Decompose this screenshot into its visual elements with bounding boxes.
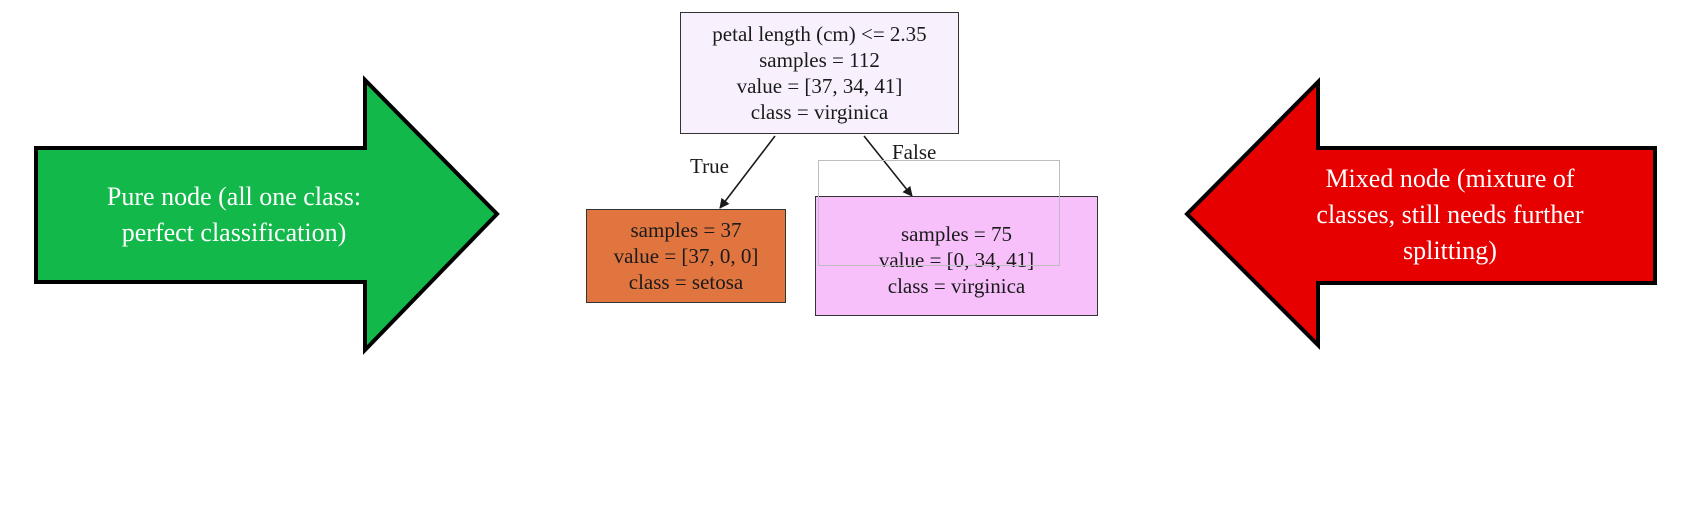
left-leaf-node: samples = 37 value = [37, 0, 0] class = … bbox=[586, 209, 786, 303]
mixed-node-arrow-label: Mixed node (mixture of classes, still ne… bbox=[1316, 164, 1584, 265]
pure-node-arrow-label: Pure node (all one class: perfect classi… bbox=[106, 182, 362, 247]
pure-node-arrow bbox=[34, 75, 500, 355]
root-value: value = [37, 34, 41] bbox=[736, 74, 903, 98]
root-samples: samples = 112 bbox=[759, 48, 880, 72]
root-split-rule: petal length (cm) <= 2.35 bbox=[712, 22, 927, 46]
root-node: petal length (cm) <= 2.35 samples = 112 … bbox=[680, 12, 959, 134]
left-class: class = setosa bbox=[628, 270, 744, 294]
true-edge-label: True bbox=[690, 154, 729, 178]
left-value: value = [37, 0, 0] bbox=[613, 244, 759, 268]
right-samples: samples = 75 bbox=[901, 222, 1012, 246]
mixed-node-arrow bbox=[1184, 77, 1657, 350]
right-class: class = virginica bbox=[887, 274, 1026, 298]
root-class: class = virginica bbox=[750, 100, 889, 124]
left-samples: samples = 37 bbox=[630, 218, 742, 242]
false-edge bbox=[863, 135, 913, 197]
right-node: samples = 75 value = [0, 34, 41] class =… bbox=[815, 196, 1098, 316]
right-value: value = [0, 34, 41] bbox=[878, 248, 1035, 272]
selection-overlay-box bbox=[818, 160, 1060, 266]
true-edge bbox=[719, 135, 776, 209]
